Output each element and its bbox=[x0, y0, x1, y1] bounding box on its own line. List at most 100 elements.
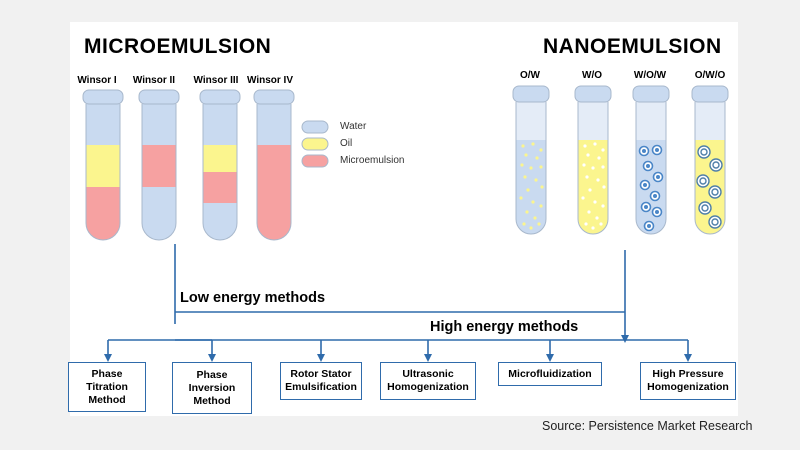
inner-droplet bbox=[656, 175, 660, 179]
droplet bbox=[586, 153, 590, 157]
tube-outline bbox=[202, 104, 238, 241]
phase-oil bbox=[203, 145, 237, 172]
phase-micro bbox=[257, 187, 291, 240]
droplet bbox=[525, 210, 529, 214]
droplet bbox=[599, 222, 603, 226]
headspace bbox=[578, 102, 608, 140]
tube-winsor-iii bbox=[199, 89, 241, 241]
inner-droplet bbox=[701, 204, 709, 212]
droplet bbox=[602, 185, 606, 189]
tube-outline bbox=[256, 104, 292, 241]
inner-droplet bbox=[711, 188, 719, 196]
inner-droplet bbox=[699, 177, 707, 185]
droplet bbox=[540, 185, 544, 189]
droplet bbox=[591, 226, 595, 230]
legend-label-water: Water bbox=[340, 121, 367, 132]
phase-water bbox=[203, 104, 237, 145]
droplet bbox=[601, 204, 605, 208]
tube-w-o bbox=[574, 85, 612, 235]
method-box-rotor-stator: Rotor Stator Emulsification bbox=[280, 362, 362, 400]
tube-winsor-i bbox=[82, 89, 124, 241]
method-box-ultrasonic: Ultrasonic Homogenization bbox=[380, 362, 476, 400]
microemulsion-title: MICROEMULSION bbox=[84, 35, 272, 58]
tube-cap bbox=[138, 89, 180, 105]
droplet bbox=[523, 175, 527, 179]
tube-winsor-iv bbox=[253, 89, 295, 241]
low-energy-methods-title: Low energy methods bbox=[180, 290, 326, 306]
droplet bbox=[531, 200, 535, 204]
droplet bbox=[587, 210, 591, 214]
droplet bbox=[529, 226, 533, 230]
tube-outline bbox=[515, 102, 547, 235]
droplet bbox=[522, 222, 526, 226]
diagram-canvas: MICROEMULSION NANOEMULSION Winsor I Wins… bbox=[68, 22, 738, 416]
inner-droplet bbox=[655, 210, 659, 214]
droplet bbox=[581, 196, 585, 200]
droplet bbox=[591, 166, 595, 170]
tube-outline bbox=[635, 102, 667, 235]
droplet bbox=[531, 142, 535, 146]
inner-droplet bbox=[711, 218, 719, 226]
phase-water bbox=[142, 104, 176, 145]
droplet bbox=[597, 156, 601, 160]
method-box-phase-inversion: Phase Inversion Method bbox=[172, 362, 252, 414]
tube-cap bbox=[253, 89, 295, 105]
inner-droplet bbox=[646, 164, 650, 168]
droplet bbox=[520, 163, 524, 167]
droplet bbox=[588, 188, 592, 192]
droplet bbox=[529, 166, 533, 170]
tube-cap bbox=[512, 85, 550, 103]
headspace bbox=[695, 102, 725, 140]
diagram-graphics bbox=[82, 85, 729, 362]
tube-cap bbox=[574, 85, 612, 103]
droplet bbox=[585, 175, 589, 179]
tube-cap bbox=[82, 89, 124, 105]
tube-outline bbox=[694, 102, 726, 235]
droplet bbox=[535, 156, 539, 160]
inner-droplet bbox=[643, 183, 647, 187]
tube-cap bbox=[632, 85, 670, 103]
method-label-phase-titration: Phase Titration Method bbox=[86, 367, 128, 406]
phase-water bbox=[86, 104, 120, 145]
tube-cap bbox=[199, 89, 241, 105]
phase-micro bbox=[86, 187, 120, 240]
droplet bbox=[595, 216, 599, 220]
tube-label-winsor-4: Winsor IV bbox=[246, 75, 294, 86]
nanoemulsion-tubes bbox=[512, 85, 729, 235]
inner-droplet bbox=[700, 148, 708, 156]
droplet bbox=[521, 144, 525, 148]
tube-outline bbox=[141, 104, 177, 241]
headspace bbox=[636, 102, 666, 140]
headspace bbox=[516, 102, 546, 140]
droplet bbox=[524, 153, 528, 157]
connector-lines bbox=[104, 244, 692, 362]
droplet bbox=[601, 148, 605, 152]
droplet bbox=[601, 165, 605, 169]
method-label-phase-inversion: Phase Inversion Method bbox=[188, 368, 236, 407]
inner-droplet bbox=[644, 205, 648, 209]
method-box-high-pressure: High Pressure Homogenization bbox=[640, 362, 736, 400]
droplet bbox=[533, 216, 537, 220]
tube-cap bbox=[691, 85, 729, 103]
droplet bbox=[593, 200, 597, 204]
tube-label-winsor-3: Winsor III bbox=[193, 75, 239, 86]
droplet bbox=[593, 142, 597, 146]
microemulsion-tubes bbox=[82, 89, 295, 241]
droplet bbox=[526, 188, 530, 192]
high-energy-methods-title: High energy methods bbox=[430, 319, 579, 335]
droplet bbox=[534, 178, 538, 182]
droplet bbox=[539, 204, 543, 208]
legend-swatch-micro bbox=[301, 154, 329, 168]
tube-o-w-o bbox=[691, 85, 729, 235]
tube-label-winsor-1: Winsor I bbox=[77, 75, 117, 86]
droplet bbox=[584, 222, 588, 226]
inner-droplet bbox=[647, 224, 651, 228]
phase-micro bbox=[142, 145, 176, 187]
tube-outline bbox=[85, 104, 121, 241]
tube-w-o-w bbox=[632, 85, 670, 235]
legend-swatch-water bbox=[301, 120, 329, 134]
method-label-microfluidization: Microfluidization bbox=[508, 367, 592, 380]
droplet bbox=[537, 222, 541, 226]
tube-label-wow: W/O/W bbox=[633, 70, 667, 81]
method-label-rotor-stator: Rotor Stator Emulsification bbox=[285, 368, 357, 393]
